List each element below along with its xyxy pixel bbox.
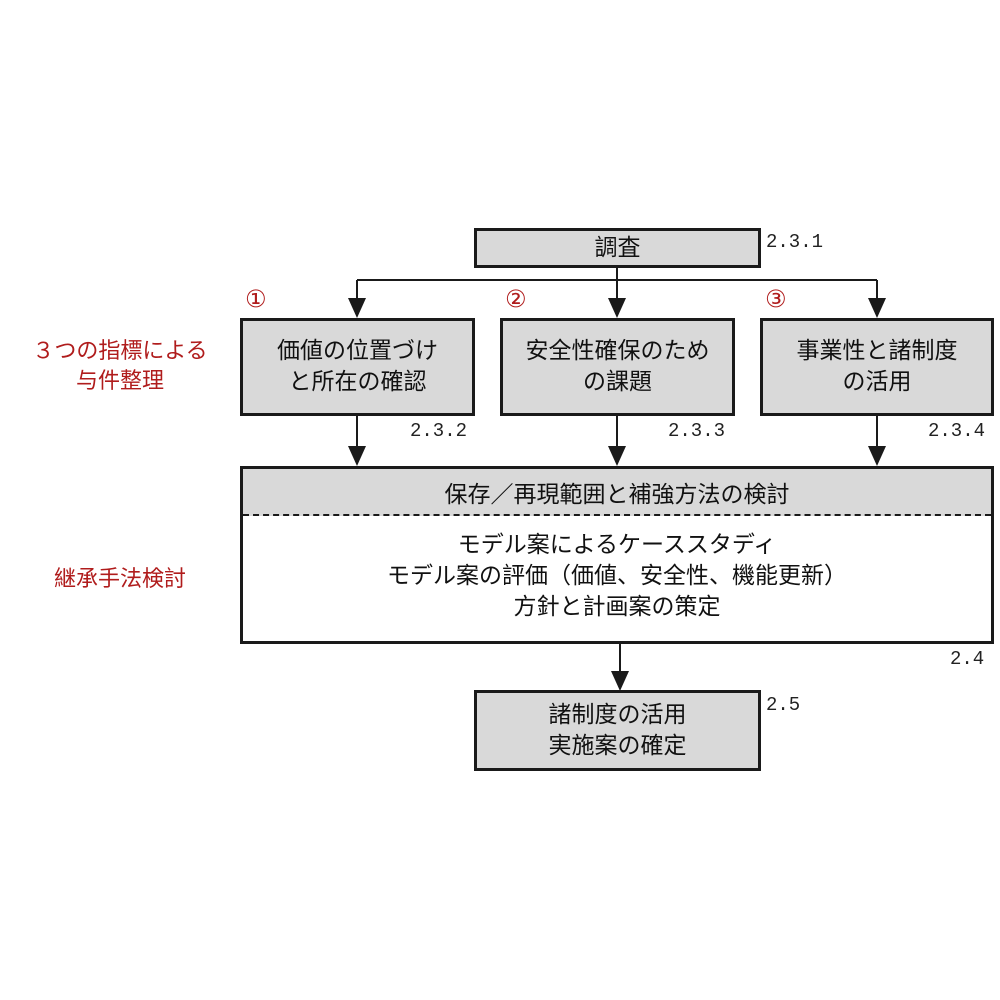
study-line: 方針と計画案の策定 xyxy=(513,594,721,620)
box-text-line: と所在の確認 xyxy=(288,369,427,395)
indicator-box-business: 事業性と諸制度 の活用 xyxy=(760,318,994,416)
marker-2: ② xyxy=(505,285,527,313)
indicator-box-value: 価値の位置づけ と所在の確認 xyxy=(240,318,475,416)
box-text-line: 事業性と諸制度 xyxy=(796,338,958,364)
box-text-line: の課題 xyxy=(583,369,652,395)
survey-box: 調査 xyxy=(474,228,761,268)
final-box: 諸制度の活用 実施案の確定 xyxy=(474,690,761,771)
side-label-line: 与件整理 xyxy=(75,369,164,394)
box-text-line: 安全性確保のため xyxy=(525,338,710,364)
box-text-line: の活用 xyxy=(842,369,912,395)
section-number-2-3-2: 2.3.2 xyxy=(410,420,468,442)
box-text-line: 実施案の確定 xyxy=(548,732,687,759)
indicators-side-label: ３つの指標による 与件整理 xyxy=(0,337,240,397)
study-line: モデル案によるケーススタディ xyxy=(457,532,777,558)
marker-3: ③ xyxy=(765,285,787,313)
box-text-line: 諸制度の活用 xyxy=(548,701,687,728)
section-number-2-3-3: 2.3.3 xyxy=(668,420,726,442)
section-number-2-3-1: 2.3.1 xyxy=(766,231,824,253)
study-box: 保存／再現範囲と補強方法の検討 モデル案によるケーススタディ モデル案の評価（価… xyxy=(240,466,994,644)
side-label-line: ３つの指標による xyxy=(32,339,208,364)
inheritance-side-label: 継承手法検討 xyxy=(53,567,186,592)
section-number-2-3-4: 2.3.4 xyxy=(928,420,986,442)
marker-1: ① xyxy=(245,285,267,313)
indicator-box-safety: 安全性確保のため の課題 xyxy=(500,318,735,416)
survey-label: 調査 xyxy=(594,234,641,261)
study-body: モデル案によるケーススタディ モデル案の評価（価値、安全性、機能更新） 方針と計… xyxy=(243,516,991,623)
section-number-2-5: 2.5 xyxy=(766,694,801,716)
box-text-line: 価値の位置づけ xyxy=(277,338,438,364)
study-header: 保存／再現範囲と補強方法の検討 xyxy=(243,469,991,516)
section-number-2-4: 2.4 xyxy=(950,648,985,670)
study-line: モデル案の評価（価値、安全性、機能更新） xyxy=(387,563,847,589)
